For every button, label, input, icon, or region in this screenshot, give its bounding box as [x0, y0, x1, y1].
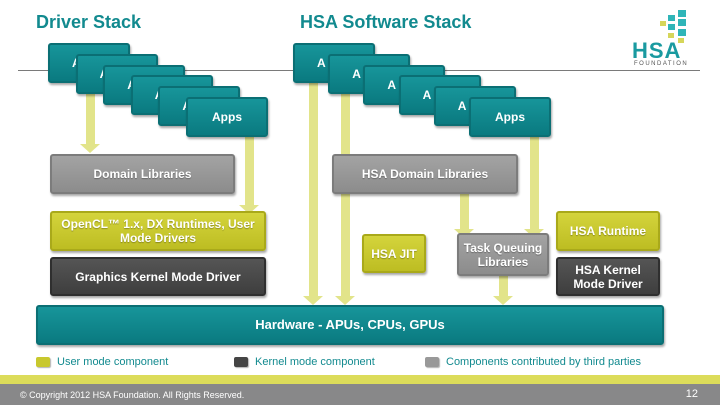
- page-number: 12: [685, 388, 698, 400]
- footer-accent-bar: [0, 375, 720, 384]
- third-party-swatch-icon: [425, 357, 439, 367]
- hsa-foundation-logo: HSA FOUNDATION: [622, 8, 702, 68]
- hsa-kernel-driver-box: HSA Kernel Mode Driver: [556, 257, 660, 296]
- driver-stack-title: Driver Stack: [36, 12, 142, 32]
- legend-label: User mode component: [57, 356, 169, 368]
- legend-kernel-mode: Kernel mode component: [234, 356, 375, 368]
- arrow-apps-to-domain-libraries: [80, 83, 100, 153]
- copyright-text: © Copyright 2012 HSA Foundation. All Rig…: [20, 390, 245, 400]
- arrow-apps-to-runtimes: [239, 137, 259, 214]
- legend-user-mode: User mode component: [36, 356, 168, 368]
- title-divider-right: [280, 70, 700, 71]
- task-queuing-libraries-box: Task Queuing Libraries: [457, 233, 549, 276]
- legend-label: Components contributed by third parties: [446, 356, 642, 368]
- arrow-app-to-hardware-2: [335, 94, 355, 305]
- hardware-box: Hardware - APUs, CPUs, GPUs: [36, 305, 664, 345]
- hsa-stack-title: HSA Software Stack: [300, 12, 472, 32]
- user-mode-swatch-icon: [36, 357, 50, 367]
- arrow-app-to-hardware-1: [303, 83, 323, 305]
- domain-libraries-box: Domain Libraries: [50, 154, 235, 194]
- legend-third-party: Components contributed by third parties: [425, 356, 641, 368]
- arrow-domain-libs-to-task-queuing: [454, 193, 474, 238]
- logo-squares-icon: [660, 10, 686, 43]
- arrow-apps-to-task-queuing: [524, 137, 544, 238]
- driver-app-box: Apps: [186, 97, 268, 137]
- opencl-runtimes-box: OpenCL™ 1.x, DX Runtimes, User Mode Driv…: [50, 211, 266, 251]
- logo-subtext: FOUNDATION: [634, 61, 689, 67]
- hsa-jit-box: HSA JIT: [362, 234, 426, 273]
- graphics-kernel-driver-box: Graphics Kernel Mode Driver: [50, 257, 266, 296]
- hsa-domain-libraries-box: HSA Domain Libraries: [332, 154, 518, 194]
- legend-label: Kernel mode component: [255, 356, 375, 368]
- arrow-task-queuing-to-hardware: [493, 276, 513, 305]
- logo-text: HSA: [632, 38, 682, 63]
- kernel-mode-swatch-icon: [234, 357, 248, 367]
- hsa-runtime-box: HSA Runtime: [556, 211, 660, 251]
- footer: © Copyright 2012 HSA Foundation. All Rig…: [0, 384, 720, 405]
- hsa-app-box: Apps: [469, 97, 551, 137]
